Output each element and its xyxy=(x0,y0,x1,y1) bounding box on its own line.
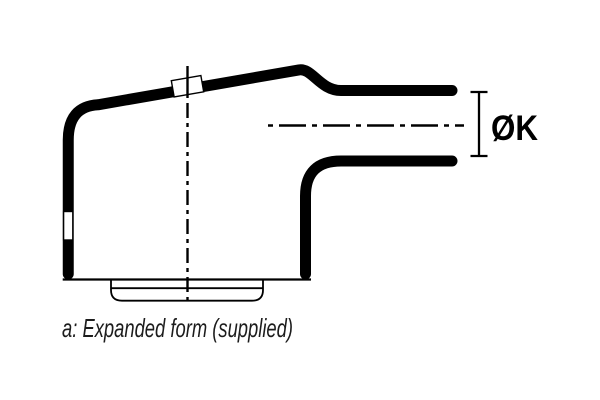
figure-caption: a: Expanded form (supplied) xyxy=(62,313,293,343)
dimension-ok: ØK xyxy=(470,90,538,158)
dimension-label: ØK xyxy=(491,109,538,148)
boot-upper-outline xyxy=(62,64,458,280)
break-mark-left xyxy=(62,210,74,241)
boot-lower-outline xyxy=(300,155,458,280)
